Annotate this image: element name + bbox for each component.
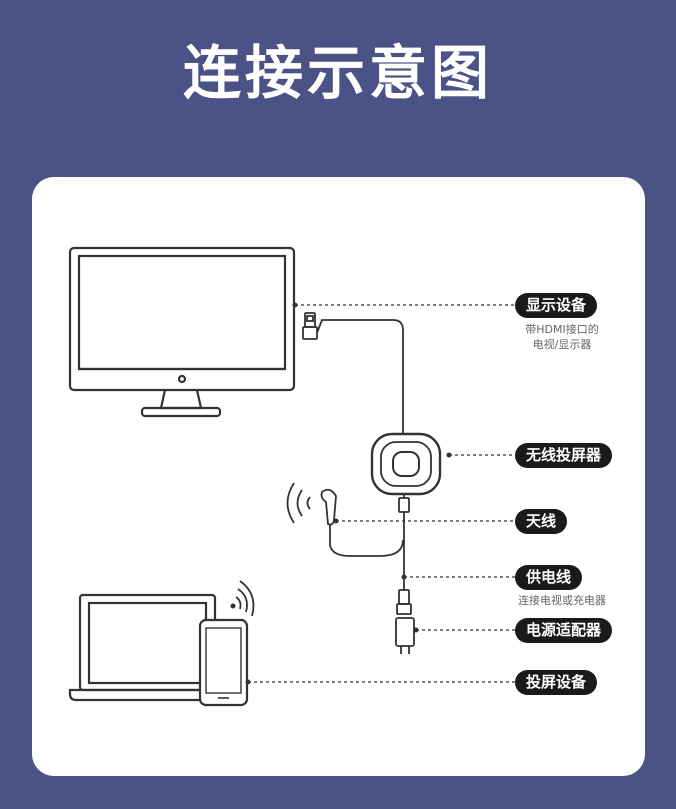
label-wireless-caster: 无线投屏器 xyxy=(515,443,613,468)
laptop-icon xyxy=(68,593,217,702)
tv-icon xyxy=(68,246,296,418)
wifi-icon xyxy=(230,580,255,617)
label-antenna: 天线 xyxy=(515,509,568,534)
antenna-icon xyxy=(286,482,404,557)
phone-icon xyxy=(198,618,249,707)
leader-lines xyxy=(245,302,515,685)
note-display-device: 带HDMI接口的 电视/显示器 xyxy=(508,322,616,352)
note-display-device-line-1: 带HDMI接口的 xyxy=(525,323,599,336)
label-display-device: 显示设备 xyxy=(515,293,598,318)
hdmi-cable xyxy=(302,312,404,440)
page-title: 连接示意图 xyxy=(182,39,493,107)
caster-icon xyxy=(370,432,442,496)
power-adapter-icon xyxy=(395,617,415,654)
label-casting-device: 投屏设备 xyxy=(515,670,598,695)
label-power-cable: 供电线 xyxy=(515,565,583,590)
note-power-cable: 连接电视或充电器 xyxy=(518,594,606,607)
note-display-device-line-2: 电视/显示器 xyxy=(532,338,592,351)
label-power-adapter: 电源适配器 xyxy=(515,618,613,643)
usb-cable xyxy=(396,494,412,615)
